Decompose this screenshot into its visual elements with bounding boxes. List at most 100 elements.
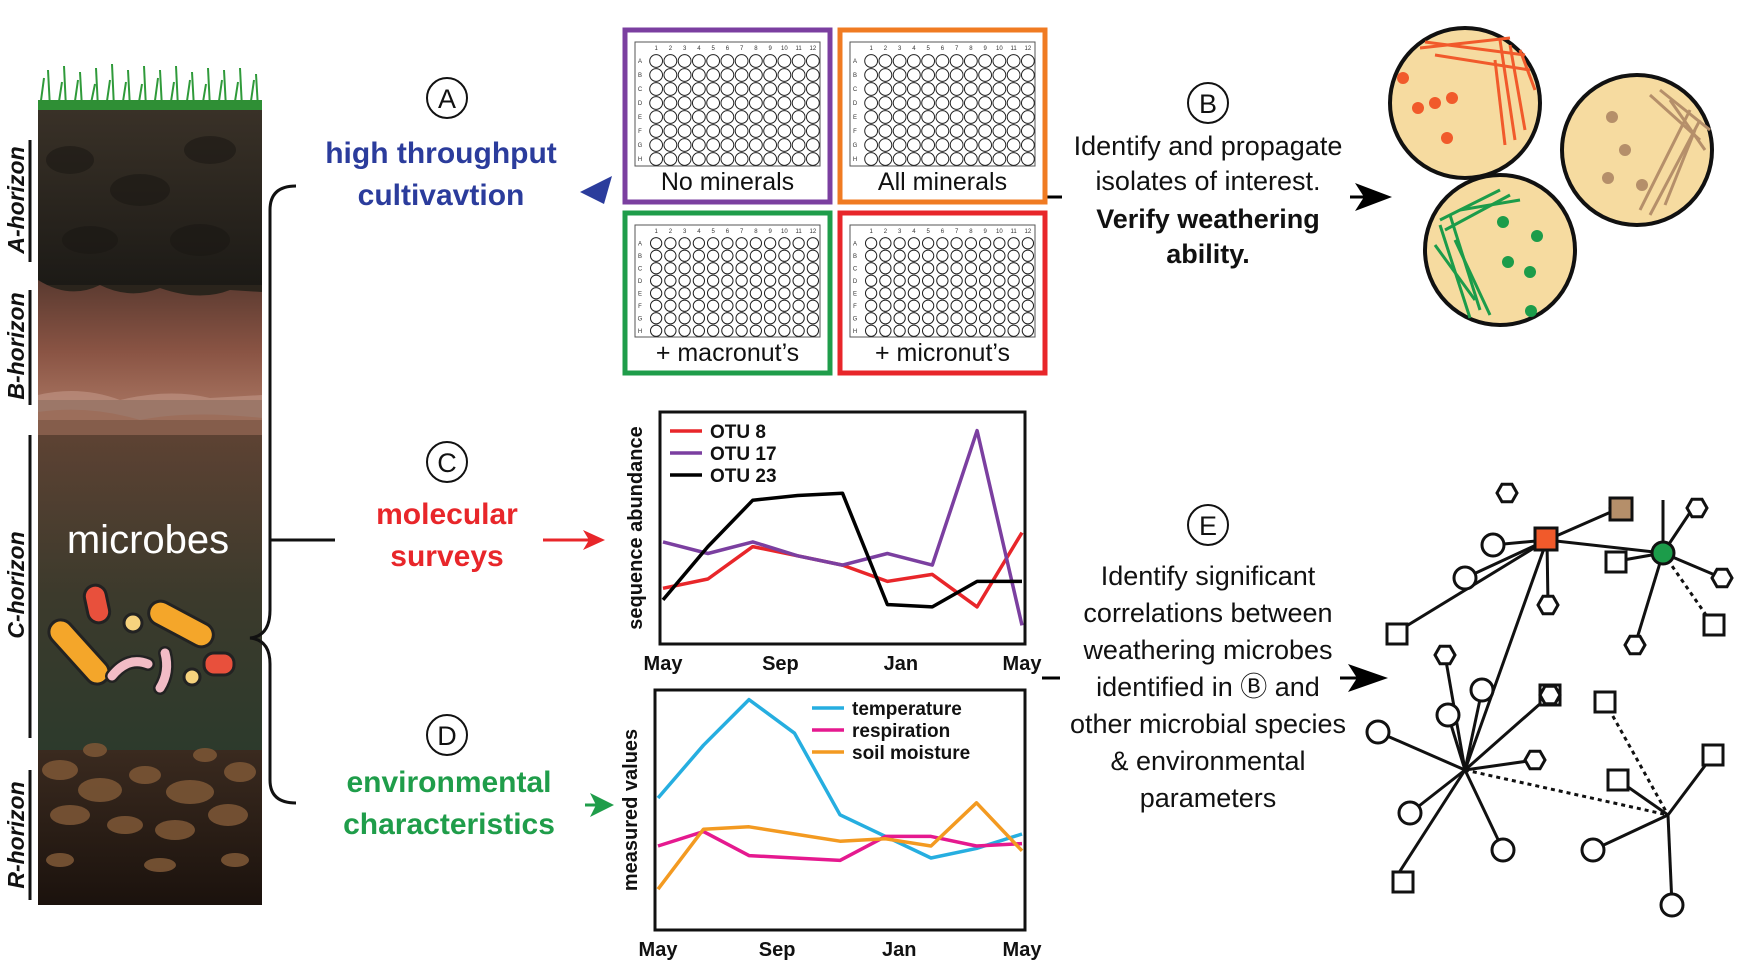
plate-well [907, 312, 921, 325]
plate-well [706, 152, 721, 166]
plate-well [1021, 274, 1035, 287]
plate-well [735, 299, 748, 312]
plate-well [749, 287, 763, 300]
plate-well [677, 110, 692, 124]
chart-xtick: May [1003, 653, 1043, 675]
petri-dishes [1388, 26, 1714, 327]
plate-well [907, 287, 921, 300]
plate-col-label: 9 [983, 46, 987, 52]
plate-well [1021, 312, 1035, 325]
plate-well [678, 299, 691, 312]
plate-well [879, 324, 892, 337]
step-a-line2: cultivavtion [358, 179, 525, 212]
plate-well [921, 237, 935, 250]
plate-well [692, 299, 706, 312]
plate-col-label: 8 [754, 46, 758, 52]
plate-well [950, 237, 963, 250]
plate-well [649, 274, 663, 287]
plate-col-label: 12 [810, 229, 817, 235]
plate-well [649, 237, 663, 250]
plate-well [964, 287, 978, 300]
plate-row-label: E [638, 115, 642, 121]
plate-well [893, 324, 906, 337]
network-hexagon-node [1495, 482, 1519, 504]
plate-well [692, 262, 706, 275]
plate-well [649, 299, 663, 312]
series-line-respiration [657, 829, 1023, 863]
plate-well [777, 96, 792, 110]
plate-well [806, 249, 820, 262]
plate-well [978, 152, 993, 166]
plate-well [936, 299, 949, 312]
step-b-line1: Identify and propagate [1074, 131, 1343, 161]
plate-well [748, 96, 763, 110]
plate-well [734, 152, 749, 166]
plate-well [879, 274, 892, 287]
plate-well [892, 82, 907, 96]
plate-well [978, 82, 993, 96]
plate-well [879, 237, 892, 250]
plate-well [706, 324, 720, 337]
plate-well [691, 96, 706, 110]
plate-row-label: H [853, 329, 857, 335]
plate-well [921, 274, 935, 287]
plate-well [663, 96, 678, 110]
plate-well [879, 262, 892, 275]
plate-well [1021, 324, 1035, 337]
flow-arrows [543, 176, 1392, 817]
plate-well [950, 299, 963, 312]
network-hexagon-node [1685, 497, 1709, 519]
plate-well [749, 324, 763, 337]
soil-profile [38, 63, 262, 905]
plate-well [963, 68, 978, 82]
plate-well [935, 68, 950, 82]
plate-well [1006, 138, 1021, 152]
plate-well [763, 249, 777, 262]
plate-well [706, 138, 721, 152]
legend-label: OTU 23 [710, 466, 777, 487]
plate-col-label: 8 [754, 229, 758, 235]
plate-well [792, 312, 805, 325]
plate-well [921, 299, 935, 312]
chart-xtick: May [1003, 939, 1043, 960]
plate-well [892, 152, 907, 166]
plate-well [678, 287, 691, 300]
plate-well [691, 68, 706, 82]
plate-col-label: 11 [796, 46, 803, 52]
plate-well [777, 110, 792, 124]
plate-well [691, 124, 706, 138]
plate-well [992, 68, 1007, 82]
badge-d [426, 714, 468, 756]
plate-well [691, 152, 706, 166]
plate-well [664, 249, 677, 262]
plate-col-label: 2 [884, 46, 888, 52]
plate-well [748, 152, 763, 166]
plate-well [935, 96, 950, 110]
plate-row-label: F [638, 129, 642, 135]
plate-row-label: H [638, 329, 642, 335]
plate-row-label: E [638, 291, 642, 297]
plate-col-label: 4 [697, 46, 701, 52]
plate-well [963, 54, 978, 68]
plate-well [720, 110, 735, 124]
plate-well [706, 82, 721, 96]
plate-well [864, 312, 878, 325]
plate-well [792, 262, 805, 275]
plate-well [992, 152, 1007, 166]
plate-col-label: 2 [669, 229, 673, 235]
plate-well [935, 124, 950, 138]
plate-col-label: 2 [884, 229, 888, 235]
plate-label: + micronut’s [875, 339, 1010, 367]
plate-well [734, 68, 749, 82]
plate-well [806, 237, 820, 250]
plate-well [906, 110, 921, 124]
plate-well [777, 82, 792, 96]
plate-well [878, 124, 893, 138]
plate-well [805, 82, 820, 96]
plate-well [892, 54, 907, 68]
step-c-line1: molecular [376, 498, 518, 531]
plate-well [677, 138, 692, 152]
plate-col-label: 5 [711, 46, 715, 52]
plate-well [935, 152, 950, 166]
plate-well [978, 287, 992, 300]
